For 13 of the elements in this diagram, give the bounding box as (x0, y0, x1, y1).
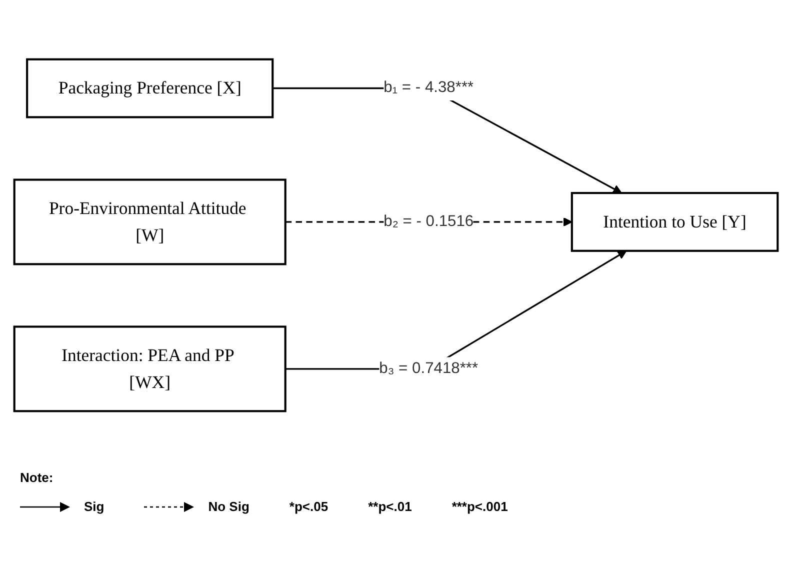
legend-label: No Sig (208, 499, 250, 514)
note-heading: Note: (20, 470, 54, 485)
node-box: Packaging Preference [X] (26, 58, 274, 118)
node-box: Pro-Environmental Attitude [W] (12, 178, 286, 265)
legend-label: Sig (84, 499, 104, 514)
edge-label: b₂ = - 0.1516 (383, 212, 474, 230)
edge-label: b₃ = 0.7418*** (378, 359, 478, 377)
significance-note: *p<.05 (289, 499, 328, 514)
node-box: Intention to Use [Y] (570, 192, 778, 252)
significance-note: **p<.01 (368, 499, 412, 514)
edge-label: b₁ = - 4.38*** (383, 78, 474, 96)
node-box: Interaction: PEA and PP [WX] (12, 325, 286, 412)
significance-note: ***p<.001 (452, 499, 508, 514)
